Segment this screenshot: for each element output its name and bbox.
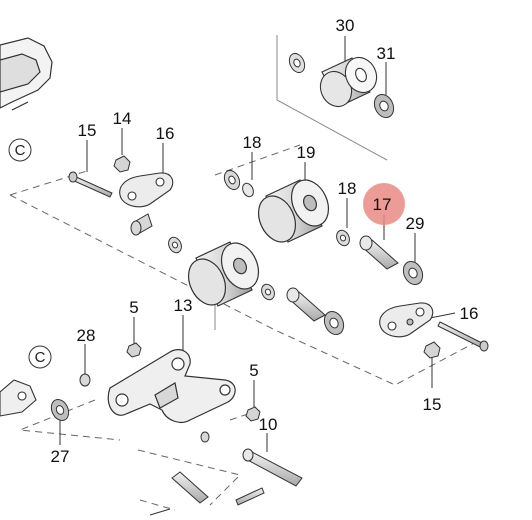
ref-c-upper-label: C	[15, 142, 26, 159]
ref-c-upper: C	[8, 138, 32, 162]
callout-14: 14	[113, 109, 132, 128]
callout-13: 13	[174, 296, 193, 315]
part-31-bearing	[373, 93, 395, 119]
callout-19: 19	[297, 143, 316, 162]
part-28-washer	[79, 373, 91, 387]
part-29-bearing	[402, 260, 424, 286]
callout-16-right: 16	[460, 304, 479, 323]
part-10-pin	[242, 448, 303, 487]
part-15-bolt-right	[437, 321, 489, 352]
callout-27: 27	[51, 447, 70, 466]
part-washer-left	[168, 236, 182, 254]
part-5-nut-lower	[245, 406, 261, 422]
assembly-dashed-outline	[9, 144, 481, 511]
part-30-washers	[288, 52, 306, 74]
callout-18-mid: 18	[338, 179, 357, 198]
callout-labels: 30 31 15 14 16 18 19 18 17 29 16 15 5 13…	[51, 16, 479, 466]
ref-c-lower-label: C	[35, 349, 46, 366]
part-bearing-lower	[323, 310, 345, 336]
part-17-pin	[359, 235, 399, 270]
ref-c-lower: C	[28, 345, 52, 369]
callout-30: 30	[336, 16, 355, 35]
part-pin-lower	[286, 287, 326, 322]
callout-5-lower: 5	[249, 361, 258, 380]
part-bottom-pins	[149, 471, 265, 516]
callout-17: 17	[373, 195, 392, 214]
callout-10: 10	[259, 415, 278, 434]
part-13-arm	[107, 349, 236, 423]
part-14-nut	[113, 155, 131, 173]
part-washer-lower	[261, 283, 275, 301]
part-bracket-left	[0, 379, 37, 417]
part-16-plate-right	[379, 302, 434, 338]
part-bushing-left	[130, 213, 153, 236]
callout-5-upper: 5	[129, 298, 138, 317]
part-18-washer-mid	[336, 229, 350, 247]
part-27-bearing	[50, 398, 70, 422]
callout-16-left: 16	[156, 124, 175, 143]
part-washer-bottom	[200, 431, 210, 443]
callout-18-top: 18	[243, 133, 262, 152]
part-nut-right	[423, 341, 441, 359]
leader-lines	[59, 36, 456, 452]
callout-15-right: 15	[423, 395, 442, 414]
housing-part	[0, 37, 53, 111]
part-30-roller	[319, 56, 378, 108]
highlight-marker	[363, 183, 405, 225]
part-19-roller	[257, 179, 330, 243]
callout-31: 31	[377, 44, 396, 63]
part-16-plate-left	[119, 172, 174, 208]
part-5-nut-upper	[126, 342, 142, 358]
callout-29: 29	[406, 214, 425, 233]
callout-28: 28	[77, 326, 96, 345]
part-roller-lower	[187, 241, 260, 307]
part-18-bushing-top	[223, 169, 254, 198]
part-15-bolt-left	[68, 171, 113, 198]
callout-15-left: 15	[78, 121, 97, 140]
